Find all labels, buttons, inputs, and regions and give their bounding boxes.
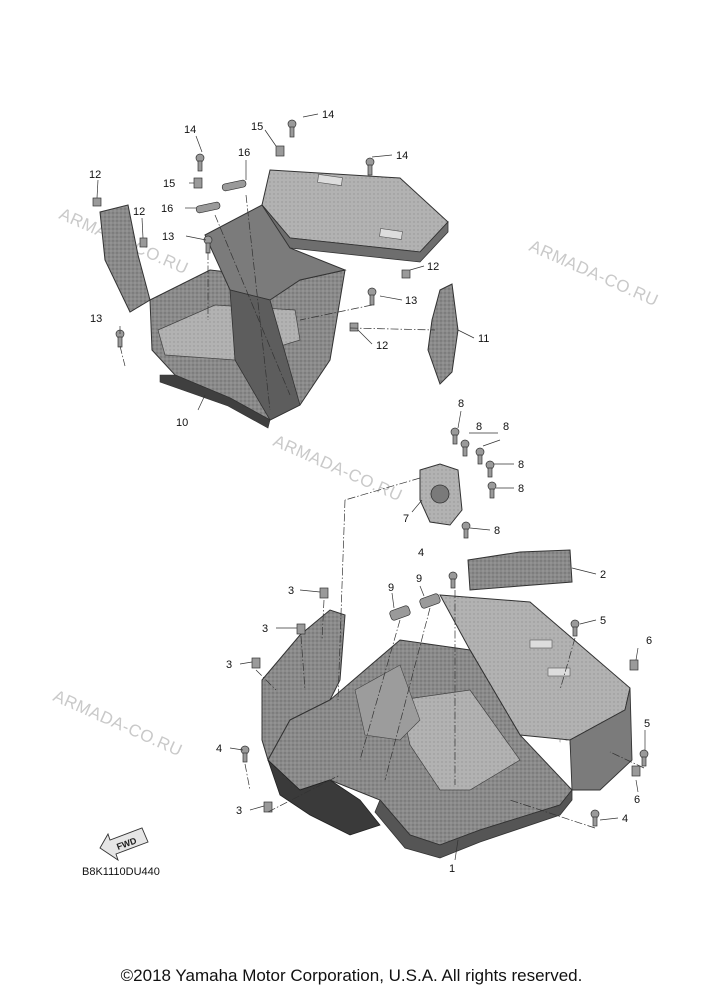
- callout-8: 8: [503, 421, 509, 433]
- watermark-4: ARMADA-CO.RU: [50, 686, 185, 760]
- leader-lines: [96, 113, 646, 861]
- callout-12: 12: [376, 340, 388, 352]
- watermark-3: ARMADA-CO.RU: [270, 431, 405, 505]
- callout-16: 16: [238, 147, 250, 159]
- callout-6: 6: [634, 794, 640, 806]
- callout-8: 8: [494, 525, 500, 537]
- callout-13: 13: [90, 313, 102, 325]
- callout-14: 14: [396, 150, 408, 162]
- watermark-2: ARMADA-CO.RU: [526, 236, 661, 310]
- callouts: 14 15 14 16 14 12 15 16 12 13 12 13 13 1…: [89, 109, 652, 875]
- callout-11: 11: [478, 333, 489, 345]
- callout-8: 8: [518, 459, 524, 471]
- callout-3: 3: [236, 805, 242, 817]
- callout-1: 1: [449, 863, 455, 875]
- callout-13: 13: [405, 295, 417, 307]
- callout-15: 15: [163, 178, 175, 190]
- callout-2: 2: [600, 569, 606, 581]
- upper-storage-box: [99, 169, 449, 429]
- assembly-lines: [119, 194, 645, 829]
- callout-4: 4: [622, 813, 628, 825]
- side-panel-11: [427, 283, 459, 385]
- callout-8: 8: [476, 421, 482, 433]
- fwd-arrow: FWD: [99, 827, 149, 862]
- copyright-notice: ©2018 Yamaha Motor Corporation, U.S.A. A…: [120, 966, 583, 985]
- callout-9: 9: [388, 582, 394, 594]
- callout-4: 4: [216, 743, 222, 755]
- callout-3: 3: [288, 585, 294, 597]
- callout-12: 12: [133, 206, 145, 218]
- callout-12: 12: [89, 169, 101, 181]
- callout-8: 8: [458, 398, 464, 410]
- diagram-code: B8K1110DU440: [82, 866, 160, 878]
- callout-8: 8: [518, 483, 524, 495]
- floor-pad-2: [467, 549, 573, 591]
- callout-3: 3: [262, 623, 268, 635]
- callout-14: 14: [184, 124, 196, 136]
- callout-4: 4: [418, 547, 424, 559]
- callout-15: 15: [251, 121, 263, 133]
- callout-6: 6: [646, 635, 652, 647]
- callout-14: 14: [322, 109, 334, 121]
- callout-5: 5: [600, 615, 606, 627]
- lower-hardware: [240, 427, 649, 827]
- upper-hardware: [92, 119, 411, 348]
- callout-7: 7: [403, 513, 409, 525]
- callout-9: 9: [416, 573, 422, 585]
- callout-10: 10: [176, 417, 188, 429]
- lower-floor-assembly: [261, 463, 633, 859]
- callout-5: 5: [644, 718, 650, 730]
- callout-12: 12: [427, 261, 439, 273]
- callout-3: 3: [226, 659, 232, 671]
- callout-13: 13: [162, 231, 174, 243]
- callout-16: 16: [161, 203, 173, 215]
